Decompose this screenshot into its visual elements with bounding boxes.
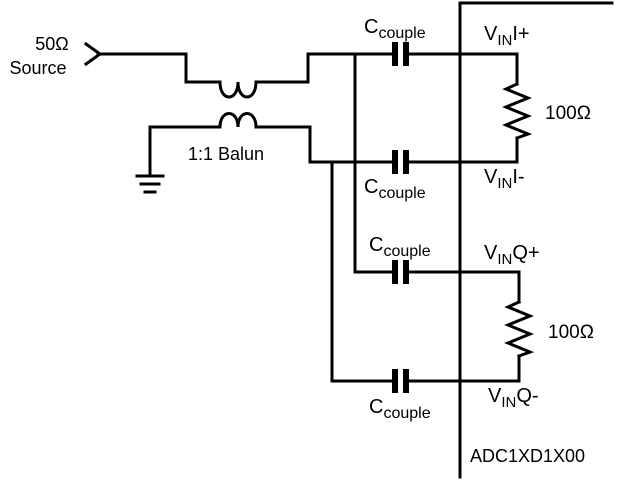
balun-label: 1:1 Balun [188, 144, 264, 164]
pin-label-vin-q-plus: VINQ+ [484, 242, 540, 268]
ground-icon [135, 174, 165, 194]
capacitor-icon-i-minus [392, 150, 409, 174]
balun-primary-coil-icon [218, 80, 258, 99]
ground-wire [148, 125, 222, 176]
balun-secondary-coil-icon [218, 112, 258, 129]
primary-right-wire [254, 52, 394, 84]
capacitor-icon-i-plus [392, 42, 409, 66]
pin-label-vin-i-plus: VINI+ [484, 23, 530, 49]
secondary-right-wire [254, 125, 394, 164]
resistor-label-top: 100Ω [545, 103, 591, 124]
primary-top-wire [184, 52, 222, 84]
pin-label-vin-i-minus: VINI- [484, 166, 525, 192]
capacitor-label-q-plus: Ccouple [369, 234, 431, 260]
source-label-line1: 50Ω [35, 34, 68, 54]
capacitor-label-i-minus: Ccouple [364, 176, 426, 202]
chip-boundary [458, 1, 614, 479]
wire-i-pair-right [458, 52, 519, 86]
resistor-icon-top [502, 82, 533, 140]
capacitor-icon-q-plus [392, 260, 409, 284]
capacitor-label-i-plus: Ccouple [364, 16, 426, 42]
wire-i-pair-right-bottom [458, 136, 519, 164]
chip-name: ADC1XD1X00 [470, 446, 585, 466]
capacitor-label-q-minus: Ccouple [369, 396, 431, 422]
capacitor-icon-q-minus [392, 369, 409, 393]
resistor-icon-bottom [504, 300, 535, 358]
source-label-line2: Source [9, 58, 66, 78]
pin-label-vin-q-minus: VINQ- [488, 385, 539, 411]
wire-q-pair-right [458, 270, 521, 304]
wire-q-pair-right-bottom [458, 354, 521, 383]
resistor-label-bottom: 100Ω [548, 322, 594, 343]
